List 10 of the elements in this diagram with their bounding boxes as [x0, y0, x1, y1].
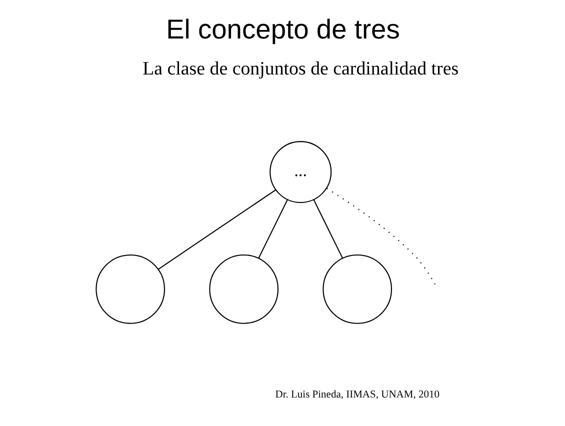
diagram-title: El concepto de tres — [166, 13, 400, 44]
label: Dr. Luis Pineda, IIMAS, UNAM, 2010 — [274, 389, 439, 400]
node-circle — [322, 254, 392, 324]
label: La clase de conjuntos de cardinalidad tres — [142, 58, 458, 80]
node-circle: ... — [269, 141, 332, 204]
node-circle — [208, 254, 278, 324]
connector — [157, 189, 276, 270]
connector — [312, 200, 343, 259]
node-circle — [95, 254, 165, 324]
connector — [258, 200, 288, 259]
